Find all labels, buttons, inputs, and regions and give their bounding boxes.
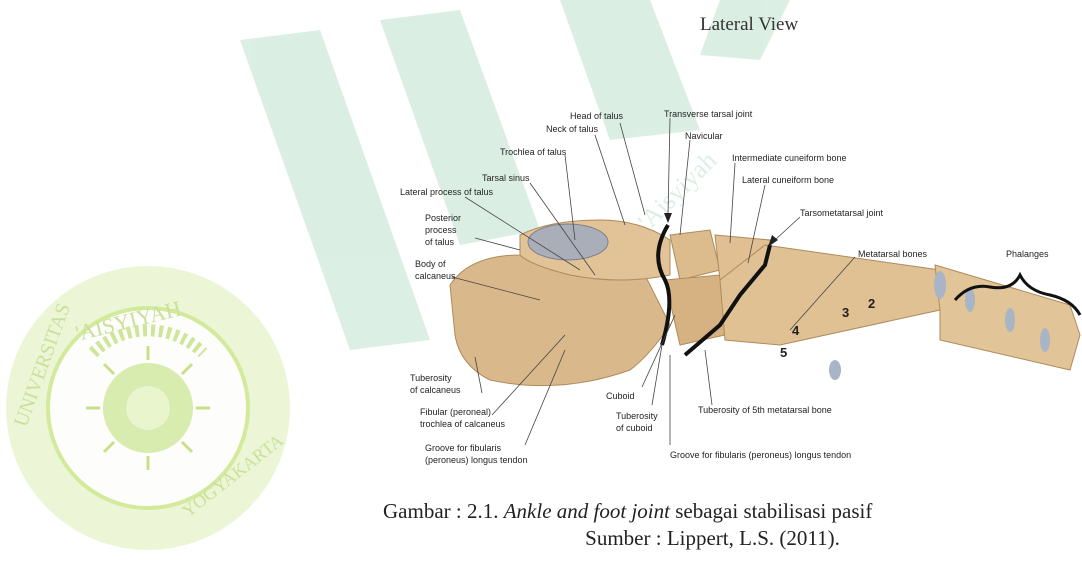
label-posterior-process-2: process [425,225,457,235]
caption-line-1: Gambar : 2.1. Ankle and foot joint sebag… [383,498,1082,525]
label-tuberosity-cuboid-2: of cuboid [616,423,653,433]
label-num-4: 4 [792,323,800,338]
diagram-title: Lateral View [700,14,798,36]
label-tuberosity-calcaneus-2: of calcaneus [410,385,461,395]
label-body-calcaneus-2: calcaneus [415,271,456,281]
label-intermediate-cuneiform: Intermediate cuneiform bone [732,153,847,163]
label-tuberosity-calcaneus-1: Tuberosity [410,373,452,383]
label-tarsometatarsal-joint: Tarsometatarsal joint [800,208,884,218]
label-tarsal-sinus: Tarsal sinus [482,173,530,183]
label-num-2: 2 [868,296,875,311]
metatarsals-shape [720,245,960,345]
label-metatarsal-bones: Metatarsal bones [858,249,928,259]
label-groove-fibularis-2: (peroneus) longus tendon [425,455,528,465]
label-navicular: Navicular [685,131,723,141]
label-num-5: 5 [780,345,787,360]
foot-anatomy-diagram: Head of talus Neck of talus Trochlea of … [380,95,1082,475]
label-tuberosity-cuboid-1: Tuberosity [616,411,658,421]
navicular-shape [670,230,720,280]
label-phalanges: Phalanges [1006,249,1049,259]
cuboid-shape [665,275,725,345]
label-fibular-trochlea-2: trochlea of calcaneus [420,419,506,429]
seal-right-text: YOGYAKARTA [178,430,287,521]
seal-left-text: UNIVERSITAS [10,300,75,429]
label-num-3: 3 [842,305,849,320]
label-lateral-process-talus: Lateral process of talus [400,187,494,197]
label-body-calcaneus-1: Body of [415,259,446,269]
trochlea-cartilage [528,224,608,260]
label-groove-fibularis-1: Groove for fibularis [425,443,502,453]
label-head-of-talus: Head of talus [570,111,624,121]
seal-top-text: 'AISYIYAH [73,295,184,345]
label-cuboid: Cuboid [606,391,635,401]
label-neck-of-talus: Neck of talus [546,124,599,134]
caption-source: Sumber : Lippert, L.S. (2011). [383,525,1082,552]
foot-illustration [450,220,1080,386]
label-tuberosity-5th-metatarsal: Tuberosity of 5th metatarsal bone [698,405,832,415]
label-groove-fibularis-long: Groove for fibularis (peroneus) longus t… [670,450,851,460]
figure-caption: Gambar : 2.1. Ankle and foot joint sebag… [383,498,1082,552]
label-fibular-trochlea-1: Fibular (peroneal) [420,407,491,417]
caption-suffix: sebagai stabilisasi pasif [670,499,872,523]
label-posterior-process-3: of talus [425,237,455,247]
caption-prefix: Gambar : 2.1. [383,499,504,523]
label-trochlea-of-talus: Trochlea of talus [500,147,567,157]
label-posterior-process-1: Posterior [425,213,461,223]
seal-logo: 'AISYIYAH UNIVERSITAS YOGYAKARTA [6,266,290,550]
caption-italic: Ankle and foot joint [504,499,670,523]
label-transverse-tarsal-joint: Transverse tarsal joint [664,109,753,119]
transverse-joint-arrow [664,213,672,223]
label-lateral-cuneiform: Lateral cuneiform bone [742,175,834,185]
